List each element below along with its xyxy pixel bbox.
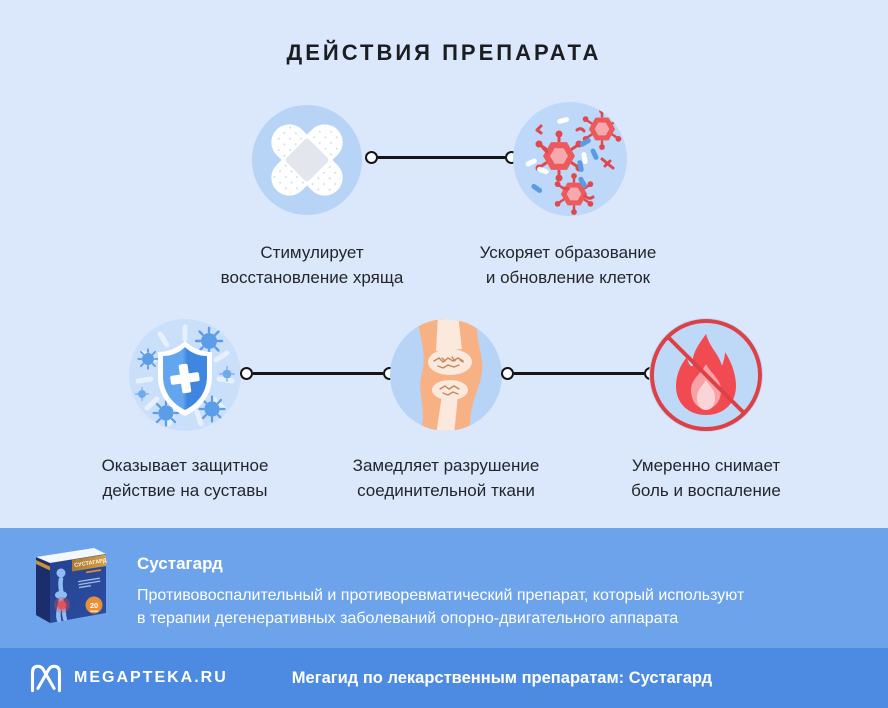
connector-line xyxy=(365,151,518,164)
megapteka-logo-icon xyxy=(30,664,62,693)
connector-bar xyxy=(253,372,383,375)
action-label: Замедляет разрушение соединительной ткан… xyxy=(352,456,540,500)
box-badge-text: 20 xyxy=(90,601,98,610)
product-description: Противовоспалительный и противоревматиче… xyxy=(137,587,745,627)
connector-bar xyxy=(514,372,644,375)
connector-ring xyxy=(501,367,514,380)
cells-icon xyxy=(513,102,627,216)
page-title: ДЕЙСТВИЯ ПРЕПАРАТА xyxy=(286,40,602,65)
footer-tagline: Мегагид по лекарственным препаратам: Сус… xyxy=(291,668,713,687)
connector-ring xyxy=(365,151,378,164)
product-name: Сустагард xyxy=(137,554,223,573)
knee-joint-icon xyxy=(390,319,502,431)
action-label: Оказывает защитное действие на суставы xyxy=(101,456,269,500)
footer: MEGAPTEKA.RU Мегагид по лекарственным пр… xyxy=(0,648,888,708)
connector-line xyxy=(501,367,657,380)
action-label: Стимулирует восстановление хряща xyxy=(220,243,404,287)
product-section: СУСТАГАРД 20 xyxy=(0,528,888,648)
action-label: Умеренно снимает боль и воспаление xyxy=(631,456,781,500)
connector-ring xyxy=(240,367,253,380)
box-brand-text: СУСТАГАРД xyxy=(74,558,107,569)
product-box-image: СУСТАГАРД 20 xyxy=(28,543,112,627)
no-fire-icon xyxy=(649,318,763,432)
brand-name: MEGAPTEKA.RU xyxy=(74,669,228,686)
bandage-icon xyxy=(252,105,362,215)
shield-icon xyxy=(129,319,241,431)
action-label: Ускоряет образование и обновление клеток xyxy=(479,243,657,287)
connector-line xyxy=(240,367,396,380)
box-skeleton-art xyxy=(54,568,70,623)
connector-bar xyxy=(378,156,505,159)
